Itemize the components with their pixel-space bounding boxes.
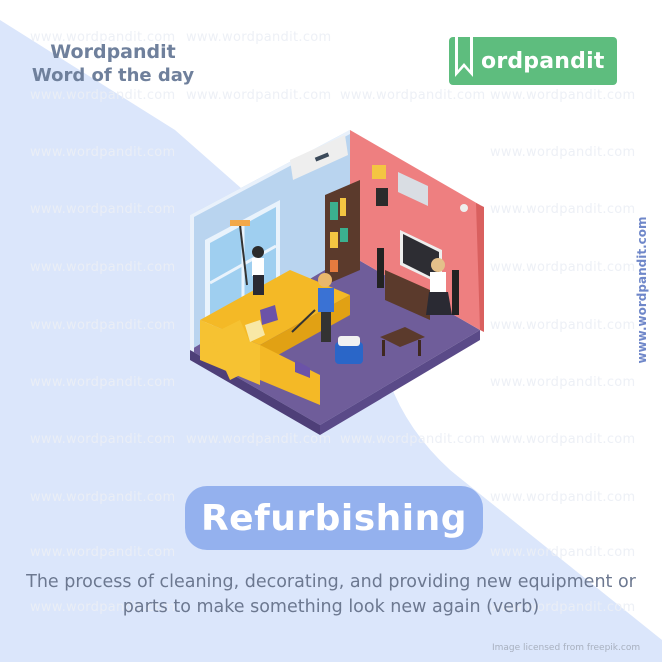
definition-line-1: The process of cleaning, decorating, and… bbox=[26, 572, 636, 592]
wordpandit-logo[interactable]: ordpandit bbox=[449, 37, 617, 85]
definition-line-2: parts to make something look new again (… bbox=[122, 597, 540, 617]
word-term: Refurbishing bbox=[200, 497, 468, 539]
word-definition: The process of cleaning, decorating, and… bbox=[0, 570, 662, 620]
side-website-url: www.wordpandit.com bbox=[635, 216, 649, 364]
room-cleaning-illustration bbox=[190, 130, 484, 435]
word-of-the-day-label: Word of the day bbox=[31, 65, 195, 86]
bookmark-w-icon bbox=[455, 37, 473, 77]
image-credit: Image licensed from freepik.com bbox=[492, 643, 641, 653]
brand-name: Wordpandit bbox=[50, 41, 176, 63]
logo-text: ordpandit bbox=[481, 48, 605, 74]
brand-heading: Wordpandit Word of the day bbox=[28, 40, 198, 88]
word-pill: Refurbishing bbox=[185, 486, 483, 550]
